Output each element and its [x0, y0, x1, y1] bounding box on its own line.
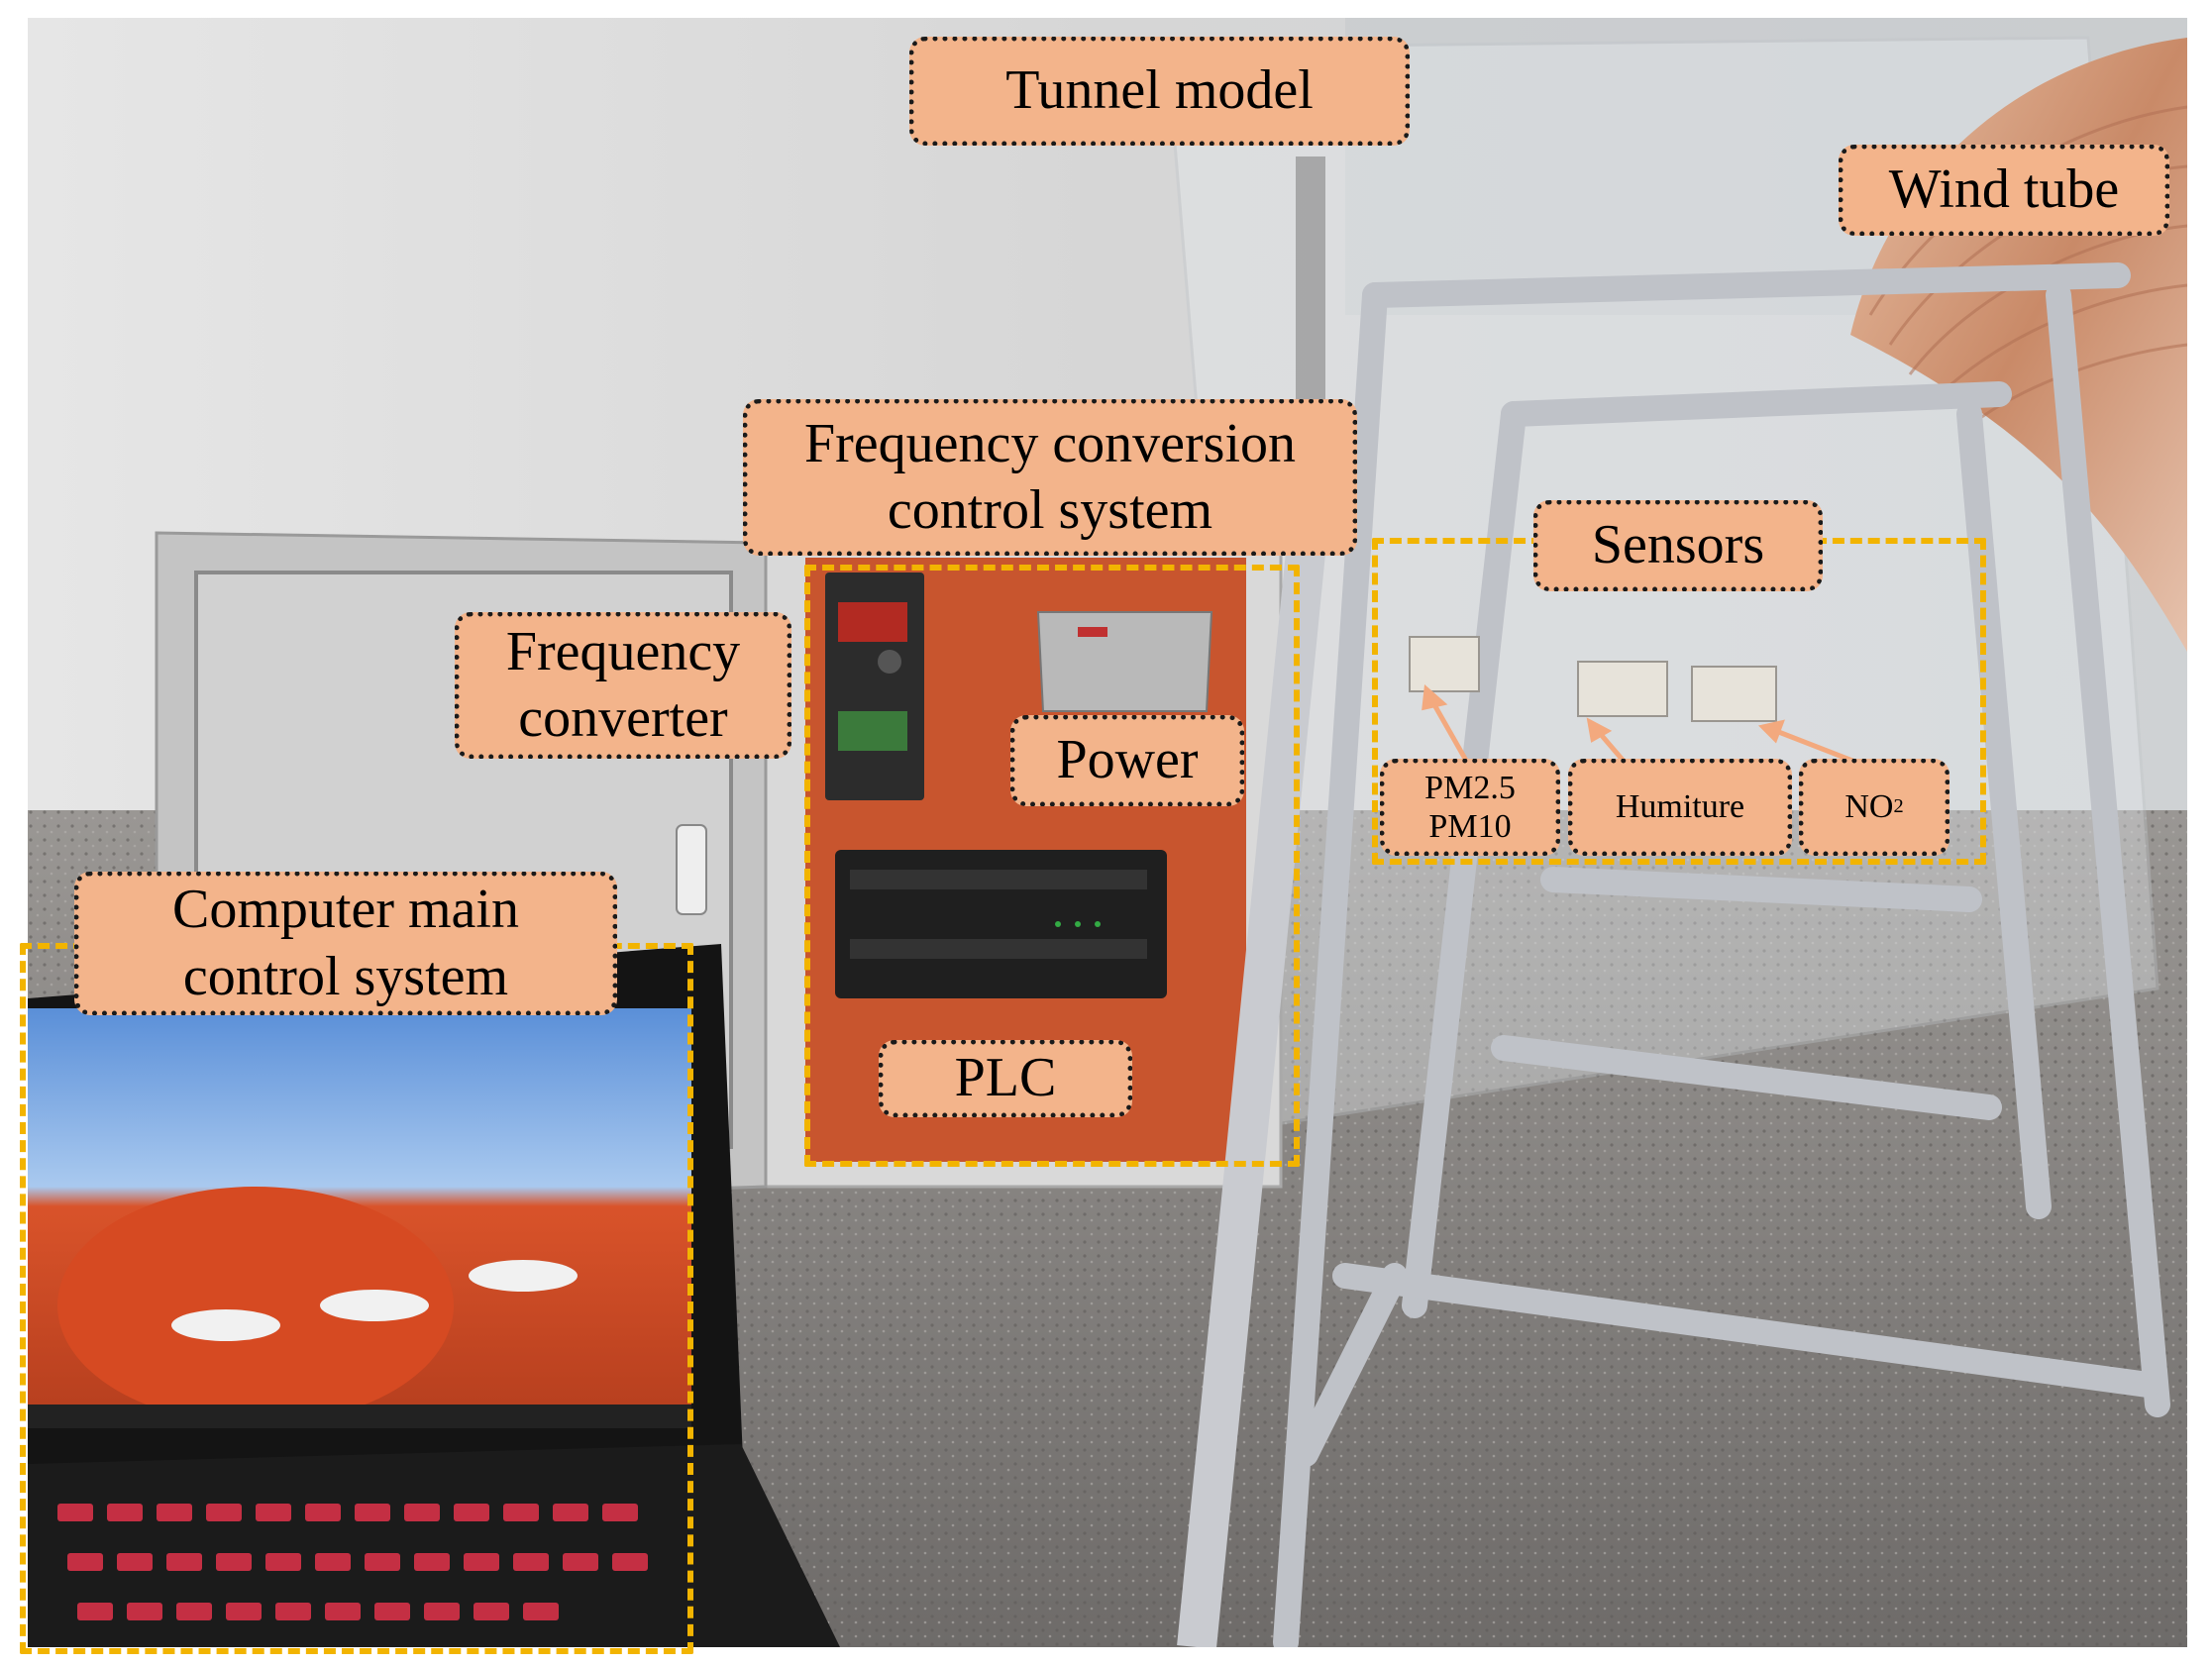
label-frequency-conversion-control-system: Frequency conversion control system	[743, 399, 1357, 556]
frequency-converter-icon	[825, 573, 924, 800]
arrow-pm-head	[1422, 683, 1448, 711]
computer-highlight-box	[20, 943, 693, 1654]
label-wind-tube: Wind tube	[1839, 145, 2169, 236]
label-plc: PLC	[879, 1040, 1132, 1117]
sensor-icon	[1409, 636, 1777, 722]
arrow-humiture-head	[1586, 717, 1613, 743]
power-supply-icon	[1036, 611, 1213, 712]
label-pm-sensor: PM2.5 PM10	[1380, 759, 1560, 856]
label-sensors: Sensors	[1533, 500, 1823, 591]
label-power: Power	[1010, 715, 1244, 806]
label-no2-subscript: 2	[1893, 795, 1904, 818]
label-humiture: Humiture	[1568, 759, 1792, 856]
label-computer-main-control-system: Computer main control system	[74, 872, 617, 1015]
arrow-pm	[1429, 699, 1472, 768]
label-no2-base: NO	[1844, 788, 1894, 826]
sensor-arrows	[1422, 683, 1866, 769]
plc-module-icon	[835, 850, 1167, 998]
arrow-no2-head	[1758, 719, 1785, 744]
label-frequency-converter: Frequency converter	[455, 612, 791, 759]
control-cabinet-highlight-box	[804, 565, 1300, 1167]
label-tunnel-model: Tunnel model	[909, 37, 1410, 146]
laptop-icon	[28, 944, 840, 1647]
